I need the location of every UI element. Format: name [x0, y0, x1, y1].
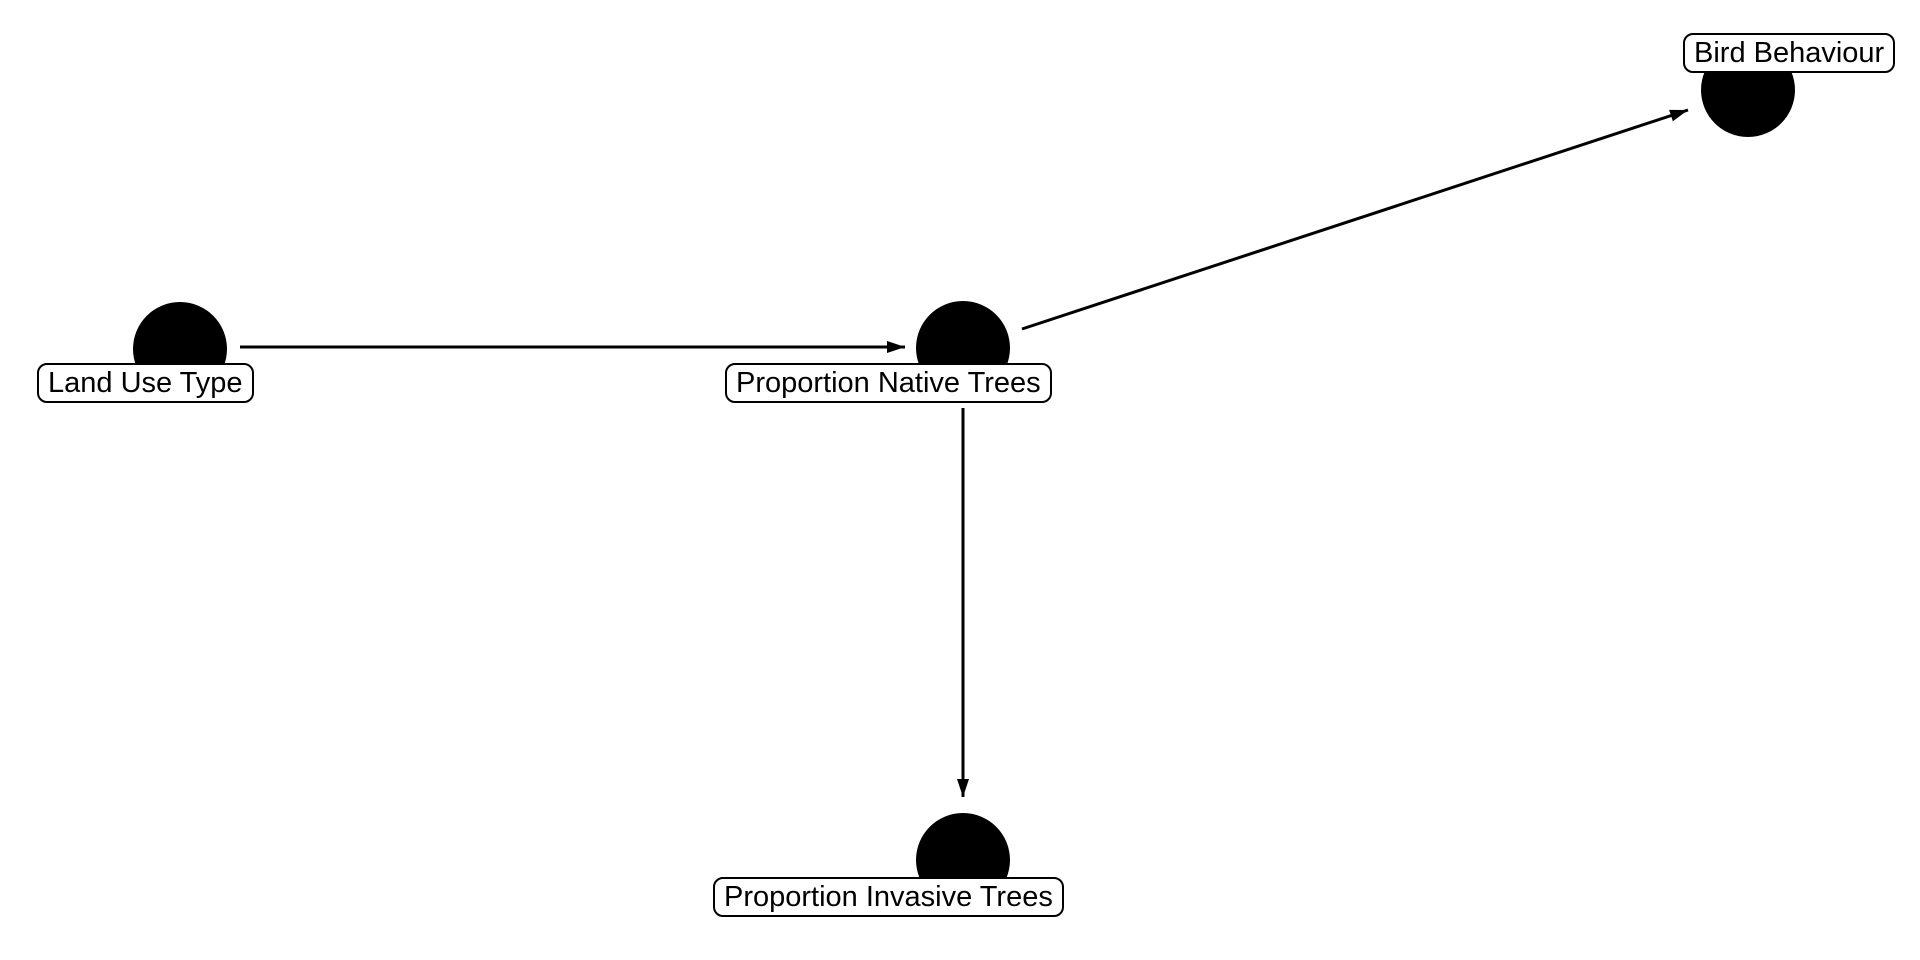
node-label-proportion-invasive-trees: Proportion Invasive Trees: [713, 877, 1064, 917]
edge-native-trees-to-bird-behaviour: [1021, 108, 1689, 331]
node-label-land-use-type: Land Use Type: [37, 363, 254, 403]
node-label-proportion-native-trees: Proportion Native Trees: [725, 363, 1052, 403]
node-label-bird-behaviour: Bird Behaviour: [1683, 33, 1896, 73]
